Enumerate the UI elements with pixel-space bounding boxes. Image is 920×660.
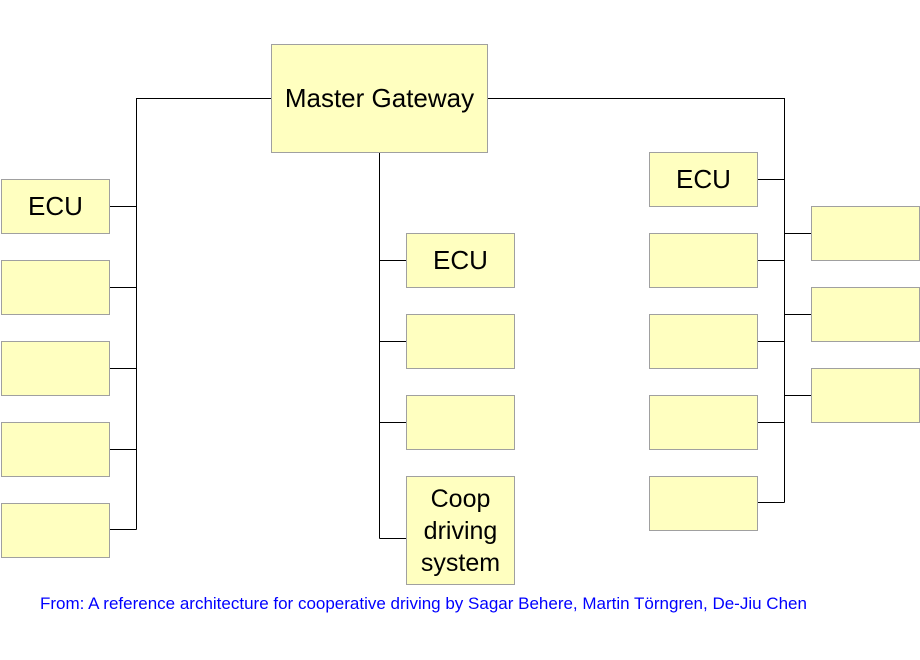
right-sub-node <box>811 287 920 342</box>
master-gateway-label: Master Gateway <box>284 83 475 113</box>
middle-node <box>406 314 515 369</box>
right-node <box>649 395 758 450</box>
right-ecu-node: ECU <box>649 152 758 207</box>
right-node <box>649 233 758 288</box>
connector-gateway-left <box>136 98 272 530</box>
right-node <box>649 314 758 369</box>
middle-ecu-label: ECU <box>433 245 488 275</box>
left-node <box>1 260 110 315</box>
source-caption: From: A reference architecture for coope… <box>40 594 807 613</box>
coop-driving-system-node: Coop driving system <box>406 476 515 585</box>
left-node <box>1 341 110 396</box>
right-node <box>649 476 758 531</box>
connector-gateway-right <box>487 98 785 503</box>
left-node <box>1 503 110 558</box>
middle-node <box>406 395 515 450</box>
right-sub-node <box>811 206 920 261</box>
coop-driving-system-label: Coop driving system <box>420 484 501 577</box>
middle-ecu-node: ECU <box>406 233 515 288</box>
left-node <box>1 422 110 477</box>
master-gateway-node: Master Gateway <box>271 44 488 153</box>
right-sub-node <box>811 368 920 423</box>
right-ecu-label: ECU <box>676 164 731 194</box>
left-ecu-label: ECU <box>28 191 83 221</box>
left-ecu-node: ECU <box>1 179 110 234</box>
